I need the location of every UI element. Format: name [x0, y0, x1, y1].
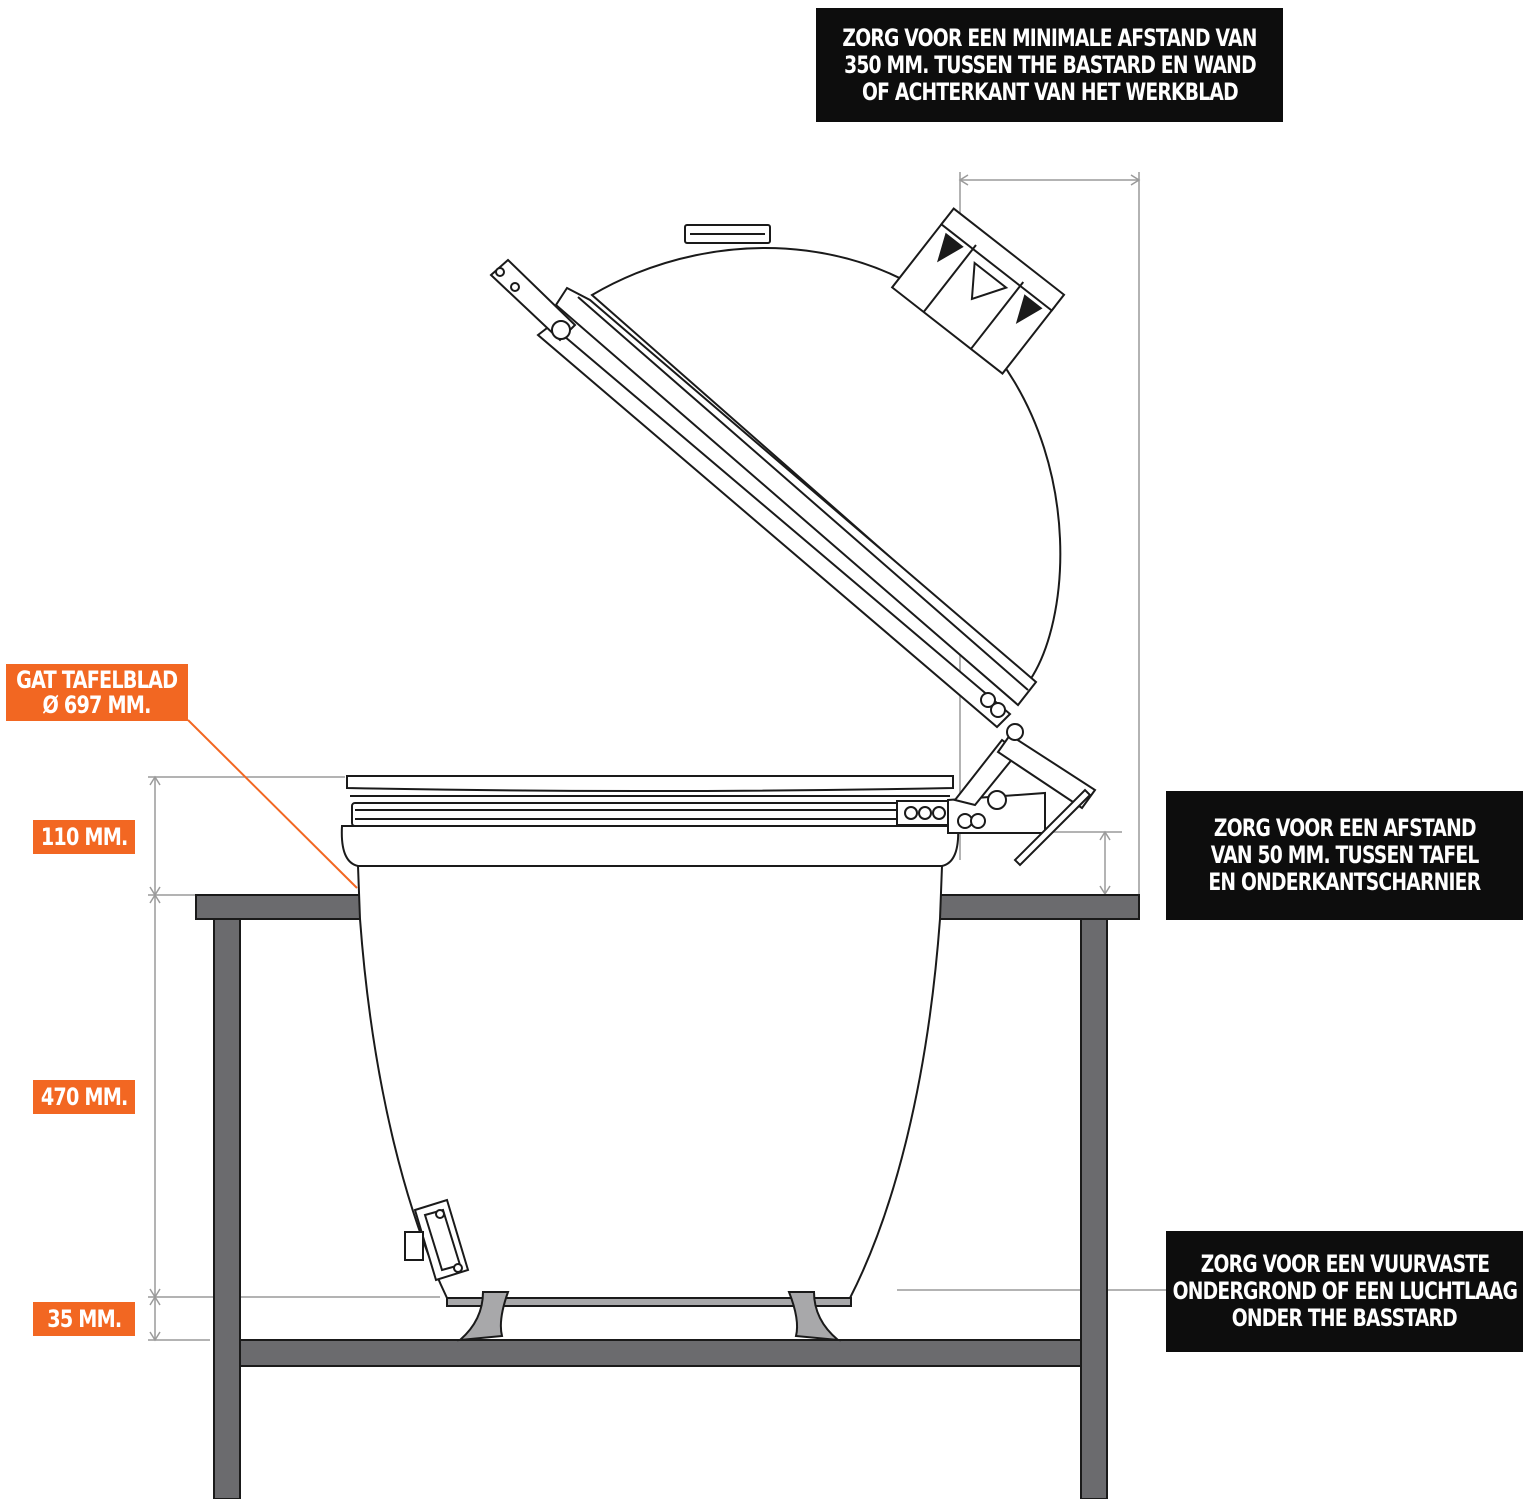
tag-table-hole: GAT TAFELBLAD Ø 697 MM.	[6, 664, 188, 721]
tag-dimension-110: 110 MM.	[33, 820, 135, 854]
tag-dimension-35: 35 MM.	[33, 1302, 135, 1336]
tag-dimension-110-label: 110 MM.	[40, 822, 128, 851]
callout-fireproof-line-3: ONDER THE BASSTARD	[1231, 1304, 1458, 1332]
grill-lid	[489, 207, 1066, 741]
tag-table-hole-line-2: Ø 697 MM.	[42, 690, 152, 719]
callout-fireproof-base: ZORG VOOR EEN VUURVASTE ONDERGROND OF EE…	[1166, 1231, 1523, 1352]
callout-hinge-distance-line-1: ZORG VOOR EEN AFSTAND	[1213, 814, 1477, 842]
callout-wall-distance-line-1: ZORG VOOR EEN MINIMALE AFSTAND VAN	[842, 23, 1257, 52]
callout-hinge-distance: ZORG VOOR EEN AFSTAND VAN 50 MM. TUSSEN …	[1166, 791, 1523, 920]
callout-hinge-distance-line-2: VAN 50 MM. TUSSEN TAFEL	[1210, 841, 1480, 869]
table-hole-leader	[187, 719, 358, 889]
base-feet	[446, 1291, 852, 1342]
callout-wall-distance: ZORG VOOR EEN MINIMALE AFSTAND VAN 350 M…	[816, 8, 1283, 122]
callout-fireproof-line-2: ONDERGROND OF EEN LUCHTLAAG	[1172, 1277, 1517, 1305]
callout-fireproof-line-1: ZORG VOOR EEN VUURVASTE	[1200, 1250, 1489, 1278]
callout-hinge-distance-line-3: EN ONDERKANTSCHARNIER	[1208, 868, 1482, 896]
tag-dimension-35-label: 35 MM.	[46, 1304, 122, 1333]
hinge-assembly	[896, 733, 1097, 867]
tag-dimension-470: 470 MM.	[33, 1080, 135, 1114]
callout-wall-distance-line-3: OF ACHTERKANT VAN HET WERKBLAD	[861, 77, 1239, 106]
lower-vent	[404, 1198, 470, 1282]
tag-table-hole-line-1: GAT TAFELBLAD	[16, 665, 178, 694]
callout-wall-distance-line-2: 350 MM. TUSSEN THE BASTARD EN WAND	[843, 50, 1257, 79]
tag-dimension-470-label: 470 MM.	[40, 1082, 128, 1111]
